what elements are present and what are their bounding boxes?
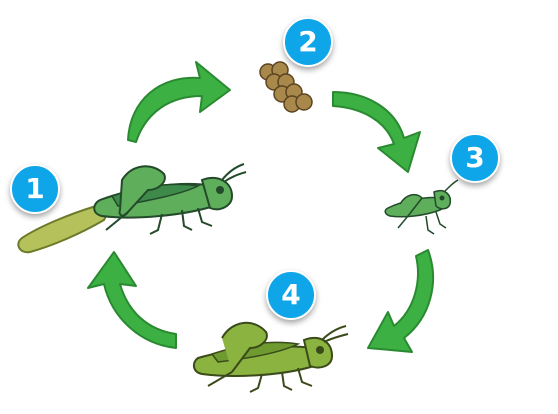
stage-1-badge: 1	[10, 164, 60, 214]
arrow-1-to-2-icon	[127, 61, 231, 143]
arrow-3-to-4-icon	[367, 249, 435, 353]
stage-2-badge: 2	[283, 17, 333, 67]
grasshopper-icon	[93, 163, 247, 235]
arrow-2-to-3-icon	[332, 91, 421, 173]
stage-4-adult-grasshopper-icon	[192, 322, 349, 393]
stage-2-egg-cluster-icon	[259, 61, 313, 113]
stage-3-badge: 3	[450, 133, 500, 183]
arrow-4-to-1-icon	[87, 251, 177, 349]
stage-1-adult-laying-eggs	[17, 163, 247, 254]
stage-3-nymph-icon	[384, 179, 459, 235]
egg-pod-ground	[17, 204, 107, 254]
stage-4-badge: 4	[266, 270, 316, 320]
